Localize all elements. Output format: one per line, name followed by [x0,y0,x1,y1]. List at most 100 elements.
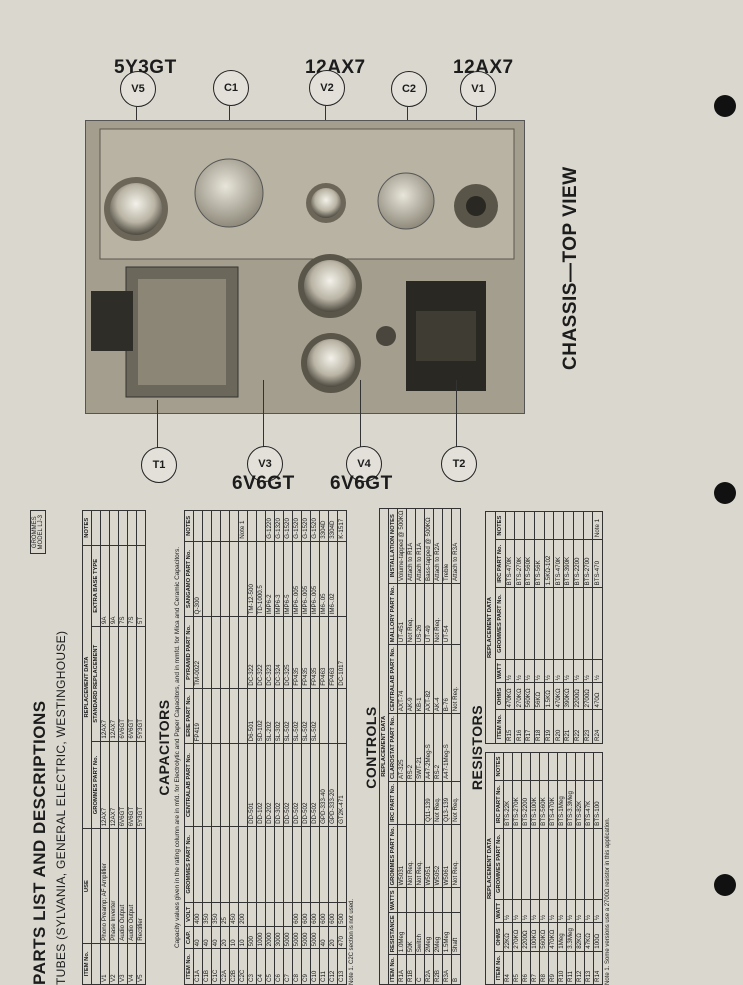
capacitors-cell: IM6-.02 [328,541,338,617]
controls-cell: Shaft [451,912,461,955]
controls-cell [451,713,461,782]
resistors-right-cell [553,587,564,660]
resistors-left-cell: ½ [557,899,567,923]
capacitors-cell: D6-501 [247,688,257,744]
resistors-right-cell: R17 [524,710,535,744]
capacitors-cell: DD-302 [274,743,284,827]
controls-cell: AXT-74 [397,644,407,714]
capacitors-cell [328,688,338,744]
controls-cell: B-76 [442,644,452,714]
resistors-left-col-4: IRC PART No. [494,780,504,829]
capacitors-cell [211,688,221,744]
resistors-left-cell [521,828,531,900]
tubes-cell: 5T [136,545,146,627]
resistors-left-cell: ½ [539,899,549,923]
resistors-right-cell [505,511,515,540]
capacitors-cell [202,826,212,903]
capacitors-cell [238,743,248,827]
resistors-right-cell: ½ [544,659,554,683]
capacitors-cell: 500 [247,926,257,949]
capacitors-cell: TM-12-500 [247,541,257,617]
capacitors-cell: 5000 [301,926,311,949]
capacitors-cell: DD-502 [283,743,293,827]
resistors-left-cell: 3.3Meg [566,922,576,952]
capacitors-cell [328,826,338,903]
capacitors-cell: DC-323 [265,616,275,689]
resistors-right-cell: ½ [553,659,564,683]
resistors-right-cell: BTS-560K [524,539,535,588]
resistors-left-cell [584,752,594,781]
controls-cell: KB-1 [415,644,425,714]
tubes-cell [109,510,119,546]
resistors-right-cell [553,511,564,540]
capacitors-cell [256,826,266,903]
controls-cell: UT-54 [442,583,452,645]
controls-cell: SWT-21 [415,713,425,782]
resistors-right-cell: BTS-470K [553,539,564,588]
capacitors-cell [337,826,347,903]
controls-cell: RS-2 [433,713,443,782]
controls-cell [433,887,443,913]
resistors-right-cell: Note 1 [592,511,603,540]
resistors-right-cell: 270KΩ [514,682,525,710]
controls-cell [451,887,461,913]
capacitors-cell: C1A [193,948,203,985]
resistors-left-cell: 560KΩ [539,922,549,952]
capacitors-cell: G-1220 [265,510,275,542]
resistors-right-cell: 56KΩ [534,682,544,710]
capacitors-cell: C2B [229,948,239,985]
controls-col-8: INSTALLATION NOTES [388,508,398,584]
leader-v4 [360,380,362,450]
capacitors-cell: IMP6-5 [283,541,293,617]
capacitors-cell: SL-502 [301,688,311,744]
controls-cell: Treble [442,508,452,584]
resistors-right-cell [573,511,583,540]
capacitors-cell: FP463 [319,616,329,689]
resistors-left-cell [548,828,558,900]
controls-cell: R2B [433,954,443,985]
capacitors-cell [319,688,329,744]
capacitors-cell: 40 [319,926,329,949]
capacitors-cell: C1C [211,948,221,985]
controls-cell: AK-9 [406,644,416,714]
capacitors-cell [220,688,230,744]
capacitors-cell: GT2K-471 [337,743,347,827]
capacitors-cell [337,688,347,744]
capacitors-cell: C1B [202,948,212,985]
capacitors-cell: C5 [265,948,275,985]
resistors-left-cell: R5 [512,951,522,985]
controls-col-4: IRC PART No. [388,781,398,825]
resistors-left-cell: 100Ω [593,922,603,952]
controls-cell: B [451,954,461,985]
capacitors-cell [256,510,266,542]
capacitors-cell: C3 [247,948,257,985]
resistors-left-cell: R13 [584,951,594,985]
resistors-left-cell: 1Meg [557,922,567,952]
tubes-replacement-header: REPLACEMENT DATA [82,545,92,829]
capacitors-cell: FP419 [193,688,203,744]
capacitors-cell: FP435 [310,616,320,689]
tubes-cell: Rectifier [136,828,146,944]
capacitors-cell: DD-501 [247,743,257,827]
resistors-right-cell: ½ [573,659,583,683]
resistors-left-col-3: GROMMES PART No. [494,828,504,900]
tubes-table: ITEM No. USE REPLACEMENT DATA NOTES GROM… [82,510,146,985]
controls-cell: Attach to R1A [406,508,416,584]
resistors-right-cell [524,511,535,540]
capacitors-cell [229,616,239,689]
capacitors-footnote: Note 1. C2C section is not used. [349,898,355,985]
resistors-left-cell: R12 [575,951,585,985]
